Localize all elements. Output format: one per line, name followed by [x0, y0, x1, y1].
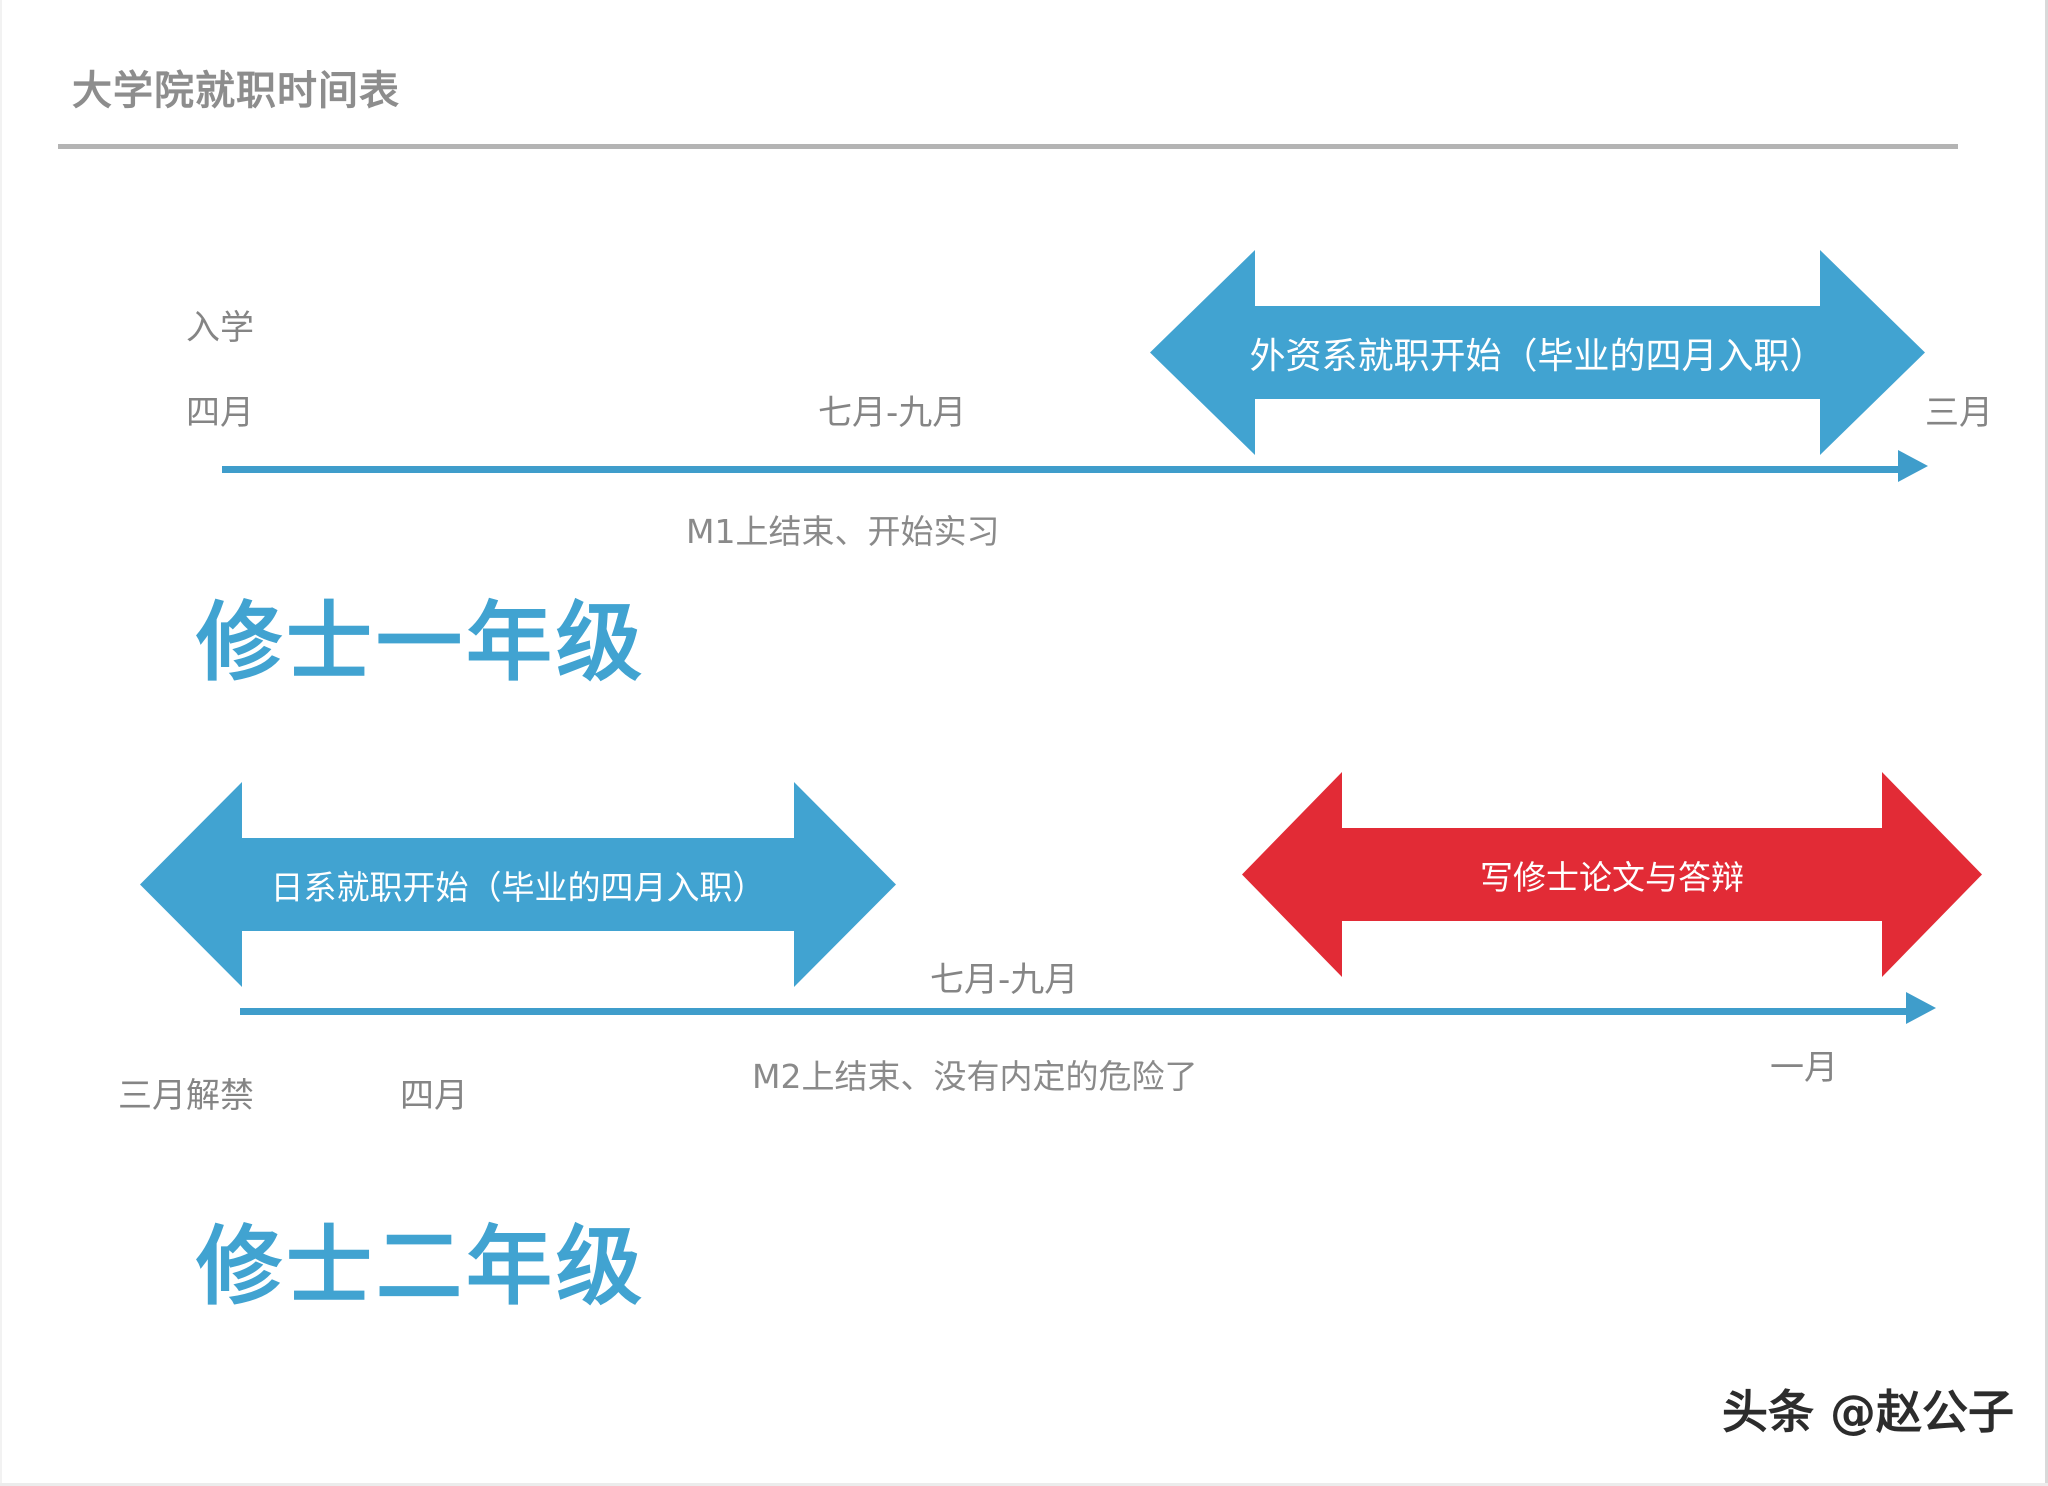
- year2-end-month: 一月: [1770, 1048, 1838, 1088]
- watermark: 头条 @赵公子: [1722, 1376, 2014, 1442]
- year2-thesis-arrow: 写修士论文与答辩: [1242, 772, 1982, 977]
- year1-timeline-arrowhead-icon: [1898, 450, 1928, 482]
- year2-start-month: 三月解禁: [118, 1076, 254, 1116]
- year1-start-month: 四月: [186, 393, 254, 433]
- year2-second-month: 四月: [400, 1076, 468, 1116]
- page-title: 大学院就职时间表: [72, 68, 400, 114]
- year2-axis-note: M2上结束、没有内定的危险了: [752, 1057, 1198, 1096]
- page-edge-right: [2045, 0, 2048, 1486]
- page-edge-bottom: [0, 1483, 2048, 1486]
- year2-mid-month: 七月-九月: [930, 960, 1079, 1000]
- year1-timeline-axis: [222, 466, 1902, 473]
- year1-foreign-company-arrow: 外资系就职开始（毕业的四月入职）: [1150, 250, 1925, 455]
- year2-timeline-arrowhead-icon: [1906, 992, 1936, 1024]
- title-divider: [58, 144, 1958, 149]
- watermark-source: 头条: [1721, 1385, 1814, 1439]
- watermark-handle: @赵公子: [1830, 1385, 2014, 1439]
- year1-end-month: 三月: [1925, 393, 1993, 433]
- year1-mid-month: 七月-九月: [818, 393, 967, 433]
- page-edge-left: [0, 0, 2, 1486]
- year2-japanese-company-arrow: 日系就职开始（毕业的四月入职）: [140, 782, 896, 987]
- year2-timeline-axis: [240, 1008, 1910, 1015]
- year1-axis-note: M1上结束、开始实习: [686, 512, 1000, 551]
- year1-heading: 修士一年级: [196, 593, 646, 693]
- year1-enroll-label: 入学: [186, 308, 254, 348]
- year2-heading: 修士二年级: [196, 1217, 646, 1317]
